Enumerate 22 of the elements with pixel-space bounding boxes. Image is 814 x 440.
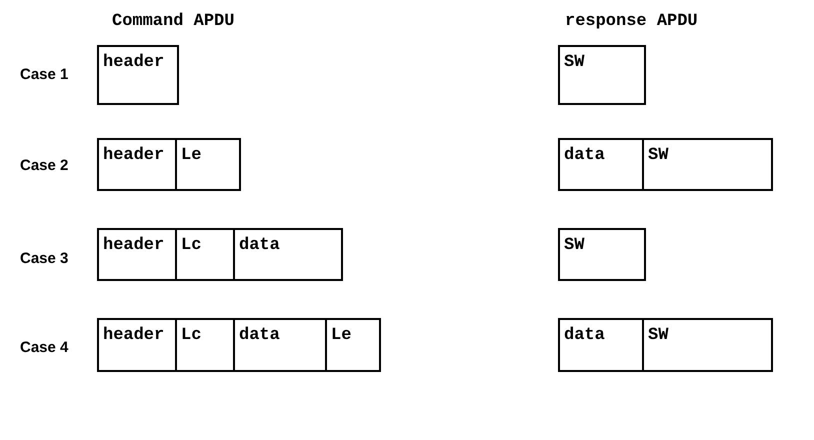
field-box: header [97,45,179,105]
column-heading: response APDU [565,12,698,31]
field-box: Le [175,138,241,191]
field-box: Le [325,318,381,372]
case-label: Case 4 [20,339,68,356]
field-box: data [233,318,327,372]
field-box: header [97,228,177,281]
field-box: data [233,228,343,281]
column-heading: Command APDU [112,12,234,31]
case-label: Case 1 [20,66,68,83]
field-box: Lc [175,318,235,372]
field-box: Lc [175,228,235,281]
field-box: SW [558,45,646,105]
field-box: SW [642,318,773,372]
field-box: SW [558,228,646,281]
field-box: SW [642,138,773,191]
case-label: Case 2 [20,157,68,174]
field-box: header [97,138,177,191]
field-box: header [97,318,177,372]
field-box: data [558,318,644,372]
case-label: Case 3 [20,250,68,267]
field-box: data [558,138,644,191]
